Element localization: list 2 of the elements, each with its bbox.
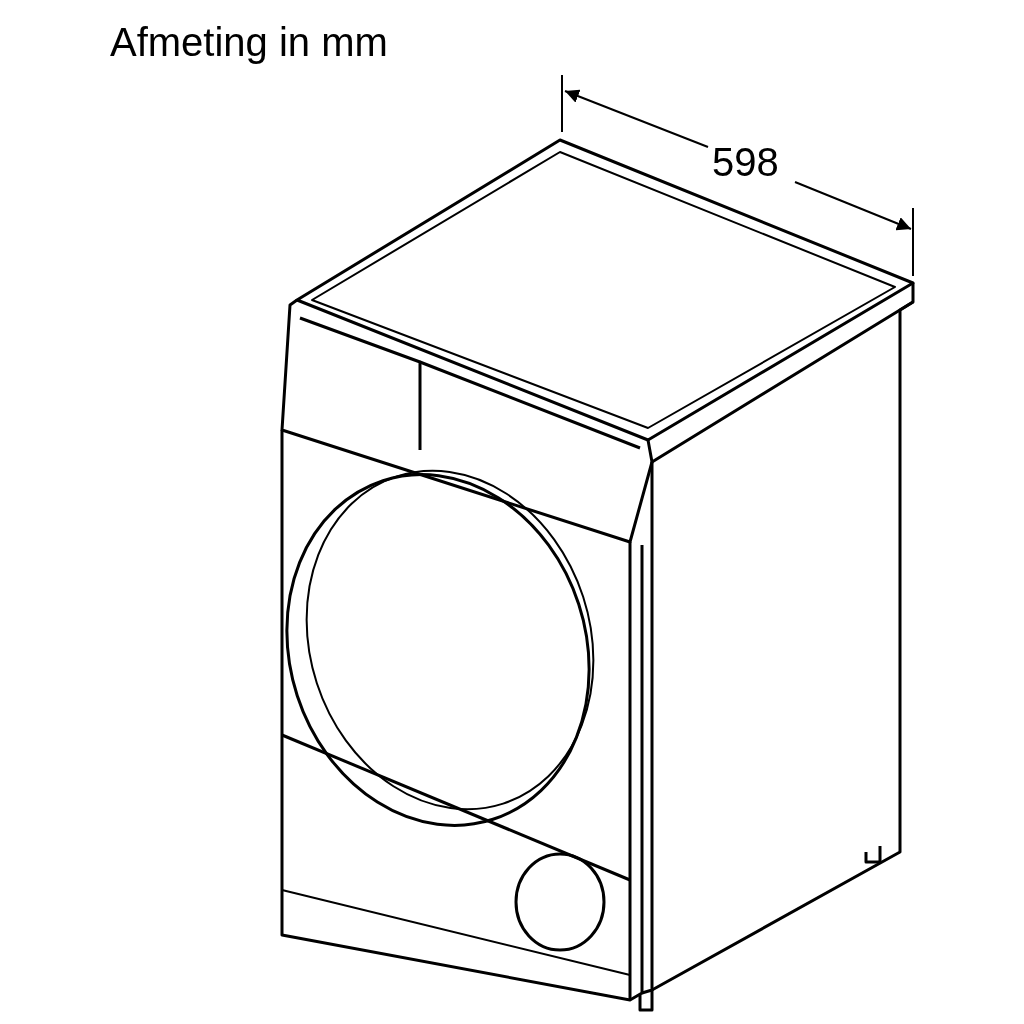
diagram-title: Afmeting in mm xyxy=(110,22,388,62)
dimension-value: 598 xyxy=(712,142,779,182)
